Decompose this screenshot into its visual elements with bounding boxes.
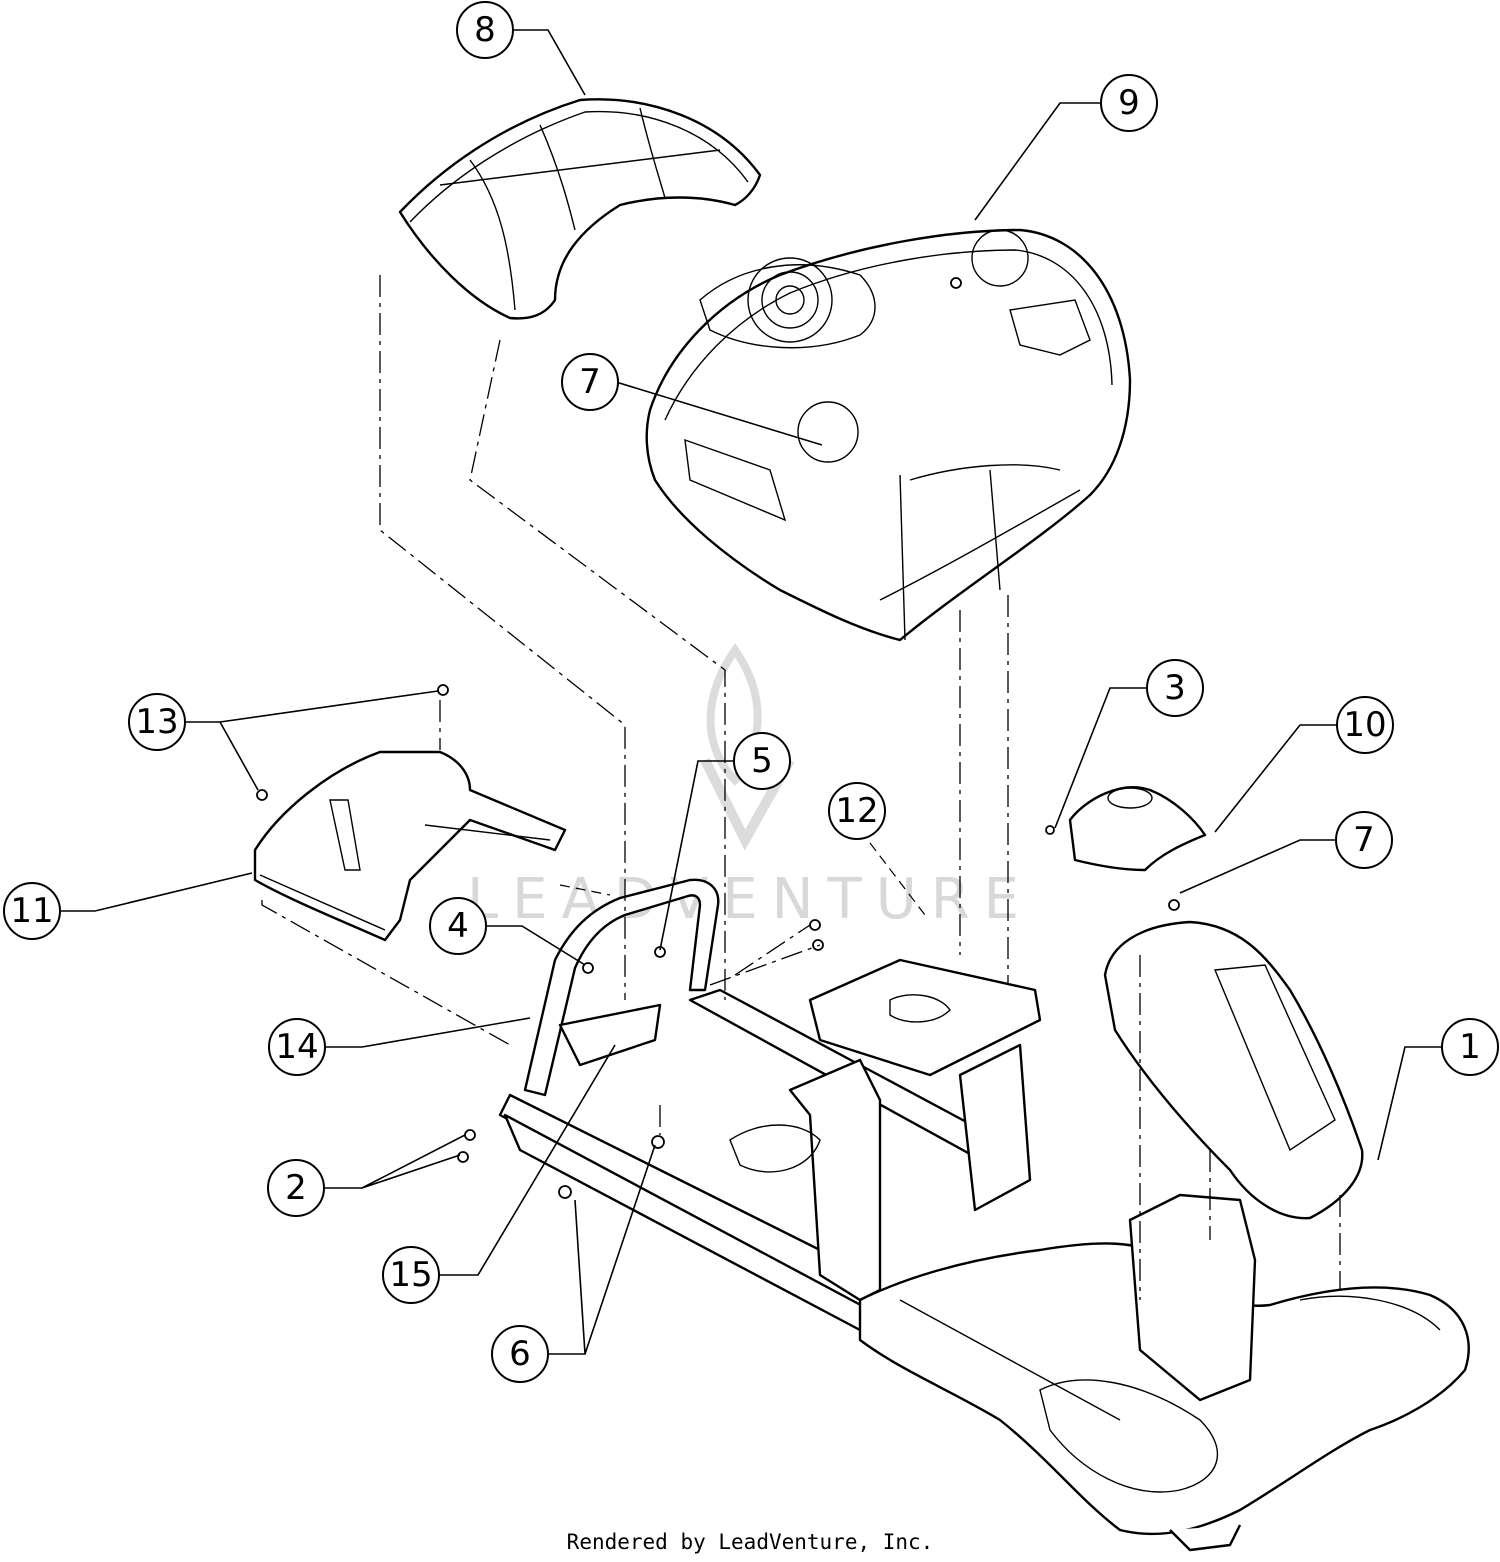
callout-13: 13 [128,693,186,751]
screw-13b [256,789,268,801]
watermark-text: LEADVENTURE [467,867,1033,932]
callout-5: 5 [733,732,791,790]
bolt-4 [582,962,594,974]
callout-3: 3 [1146,659,1204,717]
part-10-small-cover [1068,786,1207,872]
callout-2: 2 [267,1159,325,1217]
callout-6: 6 [491,1325,549,1383]
callout-15-label: 15 [389,1255,432,1295]
fasteners [256,277,1180,1199]
part-8-cover [398,98,762,320]
credit-text: Rendered by LeadVenture, Inc. [566,1530,934,1554]
callout-4-label: 4 [447,906,469,946]
callout-7-fender-label: 7 [1353,820,1375,860]
callout-1-label: 1 [1459,1027,1481,1067]
callout-15: 15 [382,1246,440,1304]
callouts: 8 9 7 13 5 3 10 12 [3,1,1499,1383]
nut-6a [558,1185,572,1199]
callout-12: 12 [828,782,886,840]
callout-5-label: 5 [751,741,773,781]
part-1-fender [1103,920,1364,1220]
callout-2-label: 2 [285,1168,307,1208]
callout-8-label: 8 [474,10,496,50]
callout-10-label: 10 [1343,705,1386,745]
callout-11-label: 11 [10,891,53,931]
callout-14-label: 14 [275,1027,318,1067]
screw-7a [950,277,962,289]
callout-3-label: 3 [1164,668,1186,708]
callout-8: 8 [456,1,514,59]
callout-1: 1 [1441,1018,1499,1076]
callout-6-label: 6 [509,1334,531,1374]
leader-lines [60,29,1443,1355]
callout-11: 11 [3,882,61,940]
screw-2a [464,1129,476,1141]
screw-13a [437,684,449,696]
screw-frame-b [812,939,824,951]
screw-2b [457,1151,469,1163]
callout-14: 14 [268,1018,326,1076]
callout-9: 9 [1100,74,1158,132]
callout-12-label: 12 [835,791,878,831]
callout-7-hood-label: 7 [579,362,601,402]
callout-10: 10 [1336,696,1394,754]
part-9-hood [645,228,1132,642]
part-11-panel [253,750,567,942]
screw-frame-a [809,919,821,931]
callout-13-label: 13 [135,702,178,742]
frame-assembly [498,878,1470,1552]
watermark: LEADVENTURE [467,643,1033,932]
callout-7-fender: 7 [1335,811,1393,869]
callout-4: 4 [429,897,487,955]
screw-7b [1168,899,1180,911]
screw-3 [1045,825,1055,835]
callout-9-label: 9 [1118,83,1140,123]
callout-7-hood: 7 [561,353,619,411]
alignment-lines [261,275,1341,1300]
